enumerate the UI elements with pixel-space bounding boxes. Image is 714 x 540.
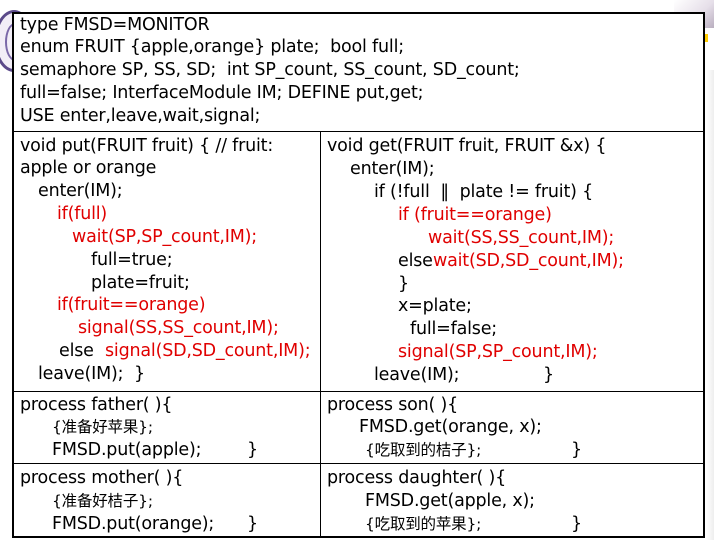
code-line: } [247,514,258,534]
code-line: } [398,274,409,294]
declaration-row: type FMSD=MONITOR enum FRUIT {apple,oran… [14,14,703,132]
get-procedure-cell: void get(FRUIT fruit, FRUIT &x) { enter(… [321,132,703,391]
code-line: enter(IM); [350,159,435,179]
code-line: full=false; [410,319,497,339]
code-line: else [398,251,433,271]
code-line-highlight: if(fruit==orange) [57,295,206,315]
get-signature: void get(FRUIT fruit, FRUIT &x) { [327,136,607,156]
code-line: } [571,440,582,460]
code-line-highlight: wait(SP,SP_count,IM); [72,227,257,247]
code-line-highlight: signal(SD,SD_count,IM); [105,341,311,361]
father-son-row: process father( ){ {准备好苹果}; FMSD.put(app… [14,392,703,464]
put-signature: void put(FRUIT fruit) { // fruit: [20,136,274,156]
declaration-line: type FMSD=MONITOR [20,15,210,35]
code-line-highlight: wait(SS,SS_count,IM); [428,228,615,248]
code-line: FMSD.put(orange); [52,514,215,534]
code-line: x=plate; [398,296,472,316]
code-line: leave(IM); [374,365,460,385]
code-line: leave(IM); } [38,364,145,384]
declaration-line: enum FRUIT {apple,orange} plate; bool fu… [20,37,404,57]
code-line-highlight: signal(SP,SP_count,IM); [398,342,598,362]
son-process-cell: process son( ){ FMSD.get(orange, x); {吃取… [321,392,703,463]
process-header: process mother( ){ [20,468,184,488]
put-procedure-cell: void put(FRUIT fruit) { // fruit: apple … [14,132,321,391]
code-line: FMSD.get(orange, x); [359,417,542,437]
code-line: enter(IM); [38,181,123,201]
comment-line: {准备好桔子}; [52,492,153,510]
code-line: FMSD.put(apple); [52,440,202,460]
declaration-line: full=false; InterfaceModule IM; DEFINE p… [20,83,424,103]
mother-daughter-row: process mother( ){ {准备好桔子}; FMSD.put(ora… [14,464,703,538]
code-line: } [571,514,582,534]
mother-process-cell: process mother( ){ {准备好桔子}; FMSD.put(ora… [14,464,321,538]
comment-line: {准备好苹果}; [52,418,153,436]
code-line-highlight: if(full) [57,204,108,224]
code-line: } [247,440,258,460]
code-line-highlight: wait(SD,SD_count,IM); [433,251,624,271]
procedure-row: void put(FRUIT fruit) { // fruit: apple … [14,132,703,392]
father-process-cell: process father( ){ {准备好苹果}; FMSD.put(app… [14,392,321,463]
declaration-line: USE enter,leave,wait,signal; [20,106,261,126]
put-signature-cont: apple or orange [20,158,157,178]
code-line: else [59,341,94,361]
code-line: plate=fruit; [91,273,190,293]
declaration-line: semaphore SP, SS, SD; int SP_count, SS_c… [20,60,520,80]
process-header: process father( ){ [20,395,173,415]
process-header: process son( ){ [327,395,459,415]
daughter-process-cell: process daughter( ){ FMSD.get(apple, x);… [321,464,703,538]
code-line: } [543,365,554,385]
code-line-highlight: if (fruit==orange) [398,205,552,225]
code-line-highlight: signal(SS,SS_count,IM); [78,318,279,338]
comment-line: {吃取到的桔子}; [365,441,482,459]
slide-edge-shadow [706,70,714,540]
comment-line: {吃取到的苹果}; [365,515,482,533]
code-line: full=true; [91,250,173,270]
code-line: if (!full ‖ plate != fruit) { [374,182,594,202]
code-table: type FMSD=MONITOR enum FRUIT {apple,oran… [12,12,705,538]
code-line: FMSD.get(apple, x); [365,491,535,511]
process-header: process daughter( ){ [327,468,507,488]
